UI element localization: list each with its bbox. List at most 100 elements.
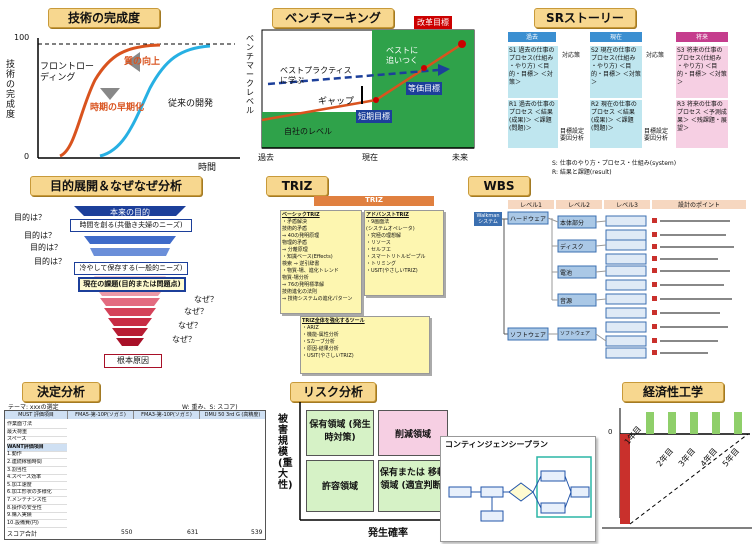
- sr-r1: R1 過去の仕事の プロセス ＜結果(成果)＞ ＜課題(問題)＞: [508, 100, 558, 148]
- wbs-header-l3: レベル3: [604, 200, 650, 209]
- triz-basic-item: ⇒ 40の発明原理: [282, 233, 320, 239]
- decision-row-label: 最大荷重: [7, 429, 67, 437]
- risk-ylabel: 被害規模(重大性): [278, 414, 293, 491]
- tech-quality: 質の向上: [124, 57, 161, 67]
- triz-basic-item: ・知識ベース(Effects): [282, 254, 333, 260]
- wbs-l1-sw: ソフトウェア: [510, 332, 547, 339]
- wbs-l2-1: ディスク: [560, 244, 584, 251]
- triz-basic-item: ・物質-場、進化トレンド: [282, 268, 339, 274]
- bench-kaizen: 改革目標: [414, 16, 452, 29]
- decision-row-label: 作業面寸法: [7, 421, 67, 429]
- decision-row-label: 7.メンテナンス性: [7, 497, 67, 505]
- wbs-l2-4: ソフトウェア: [560, 331, 591, 337]
- triz-tool-item: ・機能-属性分析: [302, 332, 339, 338]
- bench-best: ベストプラクティスに学ぶ: [280, 66, 352, 85]
- triz-header: TRIZ: [314, 196, 434, 206]
- triz-tool-item: TRIZ全体を強化するツール: [302, 318, 365, 324]
- risk-q1: 保有領域 (発生時対策): [306, 410, 374, 456]
- purpose-q4: 目的は？: [34, 257, 66, 266]
- bench-xtick-future: 未来: [452, 153, 468, 162]
- purpose-naze-4: なぜ？: [172, 335, 196, 344]
- decision-weight-note: W: 重み、S: スコア): [182, 404, 238, 411]
- sr-taiou-2: 対応策: [646, 52, 665, 59]
- sr-mokuhyou-2: 目標設定 要因分析: [644, 128, 669, 142]
- triz-tools: TRIZ全体を強化するツール・ARIZ・機能-属性分析・Sカーブ分析・原因-結果…: [300, 316, 430, 374]
- tech-title: 技術の完成度: [48, 8, 160, 28]
- sr-s3: S3 将来の仕事の プロセス(仕組み ・やり方) ＜目的・目標＞ ＜対策＞: [676, 46, 728, 98]
- triz-tool-item: ・原因-結果分析: [302, 346, 339, 352]
- sr-note2: R: 結果と課題(result): [552, 169, 612, 176]
- decision-row-label: 8.操作の安全性: [7, 505, 67, 513]
- contingency-title: コンティンジェンシープラン: [445, 440, 549, 449]
- tech-frontrunner: フロントローディング: [40, 62, 95, 83]
- triz-adv-item: ・リソース: [366, 240, 391, 246]
- triz-basic-item: ⇒ 76の発明標準解: [282, 282, 325, 288]
- bench-gap: ギャップ: [318, 97, 355, 107]
- sr-col-now: 現在: [590, 32, 642, 42]
- bench-title: ベンチマーキング: [272, 8, 394, 28]
- purpose-panel: 目的展開＆なぜなぜ分析 本来の目的 目的は？ 目的は？ 目的は？ 目的は？ 時間…: [0, 176, 248, 376]
- decision-total-1: 550: [121, 529, 133, 536]
- sr-r3: R3 将来の仕事の プロセス ＜予測成果＞ ＜残課題・展望＞: [676, 100, 728, 148]
- decision-row-label: 4.スペース効率: [7, 474, 67, 483]
- purpose-line1: 時間を創る(共働き夫婦のニーズ): [70, 219, 192, 232]
- wbs-root: Walkman システム: [476, 213, 500, 225]
- decision-row-label: 3.割当性: [7, 467, 67, 475]
- triz-basic-item: 技術的矛盾: [282, 226, 308, 232]
- purpose-q2: 目的は？: [24, 231, 56, 240]
- sr-col-past: 過去: [508, 32, 556, 42]
- wbs-l1-hw: ハードウェア: [510, 216, 547, 223]
- bench-own: 自社のレベル: [284, 127, 332, 136]
- triz-basic-item: ⇒ 分離原理: [282, 247, 308, 253]
- triz-advanced: アドバンストTRIZ・9画面法 (システムオペレータ)・究極の理想解・リソース・…: [364, 210, 444, 296]
- tech-xlabel: 時間: [198, 163, 217, 173]
- tech-ytick-0: 0: [24, 152, 30, 161]
- sr-s2: S2 現在の仕事の プロセス(仕組み ・やり方) ＜目的・目標＞ ＜対策＞: [590, 46, 642, 98]
- triz-basic-item: 検索 ⇒ 逆引辞書: [282, 261, 320, 267]
- purpose-line3: 現在の課題(目的または問題点): [78, 277, 186, 292]
- bench-equal: 等価目標: [406, 82, 442, 95]
- wbs-l2-3: 音源: [560, 298, 573, 305]
- sr-mokuhyou-1: 目標設定 要因分析: [560, 128, 585, 142]
- wbs-tree: [474, 211, 734, 359]
- triz-basic: ベーシックTRIZ・矛盾解決 技術的矛盾 ⇒ 40の発明原理 物理的矛盾 ⇒ 分…: [280, 210, 362, 314]
- purpose-line2: 冷やして保存する(一般的ニーズ): [74, 262, 188, 275]
- wbs-l2-0: 本体部分: [560, 220, 585, 227]
- bench-panel: ベンチマーキング ベンチマークレベル 改革目標 ベストプラクティスに学ぶ ベスト…: [238, 0, 486, 180]
- wbs-header-l2: レベル2: [556, 200, 602, 209]
- triz-adv-item: ・スマートリトルピープル: [366, 254, 426, 260]
- bench-xtick-past: 過去: [258, 153, 274, 162]
- purpose-root: 根本原因: [104, 354, 162, 368]
- triz-adv-item: (システムオペレータ): [366, 226, 415, 232]
- triz-tool-item: ・USIT(やさしいTRIZ): [302, 353, 354, 359]
- econ-panel: 経済性工学 0 1年目 2年目 3年目 4年目 5年目: [600, 378, 752, 544]
- risk-q2: 削減領域: [378, 410, 448, 456]
- decision-row-label: 6.加工形状の多様化: [7, 489, 67, 498]
- wbs-header-l1: レベル1: [508, 200, 554, 209]
- triz-adv-item: ・トリミング: [366, 261, 397, 267]
- purpose-q1: 目的は？: [14, 213, 46, 222]
- triz-basic-item: 技術進化の法則: [282, 289, 318, 295]
- purpose-top: 本来の目的: [110, 208, 150, 217]
- econ-chart: [602, 408, 752, 529]
- sr-r2: R2 現在の仕事の プロセス ＜結果(成果)＞ ＜課題(問題)＞: [590, 100, 642, 148]
- sr-note1: S: 仕事のやり方・プロセス・仕組み(system): [552, 160, 677, 167]
- tech-ylabel: 技術の完成度: [6, 60, 16, 120]
- risk-xlabel: 発生確率: [368, 528, 408, 539]
- triz-basic-item: 物理的矛盾: [282, 240, 308, 246]
- triz-basic-item: ベーシックTRIZ: [282, 212, 320, 218]
- purpose-q3: 目的は？: [30, 243, 62, 252]
- decision-row-label: WANT評価項目: [7, 443, 67, 452]
- tech-conventional: 従来の開発: [168, 99, 214, 109]
- decision-row-label: 2.連続稼働時間: [7, 459, 67, 467]
- contingency-box: コンティンジェンシープラン: [440, 436, 596, 542]
- triz-adv-item: アドバンストTRIZ: [366, 212, 409, 218]
- decision-col-1: FMA5-第-10P(ソガミ): [68, 411, 134, 419]
- triz-adv-item: ・USIT(やさしいTRIZ): [366, 268, 418, 274]
- contingency-flow: [448, 456, 592, 522]
- bench-short: 短期目標: [356, 110, 392, 123]
- decision-total-3: 539: [251, 529, 263, 536]
- triz-panel: TRIZ TRIZ ベーシックTRIZ・矛盾解決 技術的矛盾 ⇒ 40の発明原理…: [254, 176, 468, 380]
- decision-total-label: スコア合計: [7, 531, 38, 538]
- triz-title: TRIZ: [266, 176, 328, 196]
